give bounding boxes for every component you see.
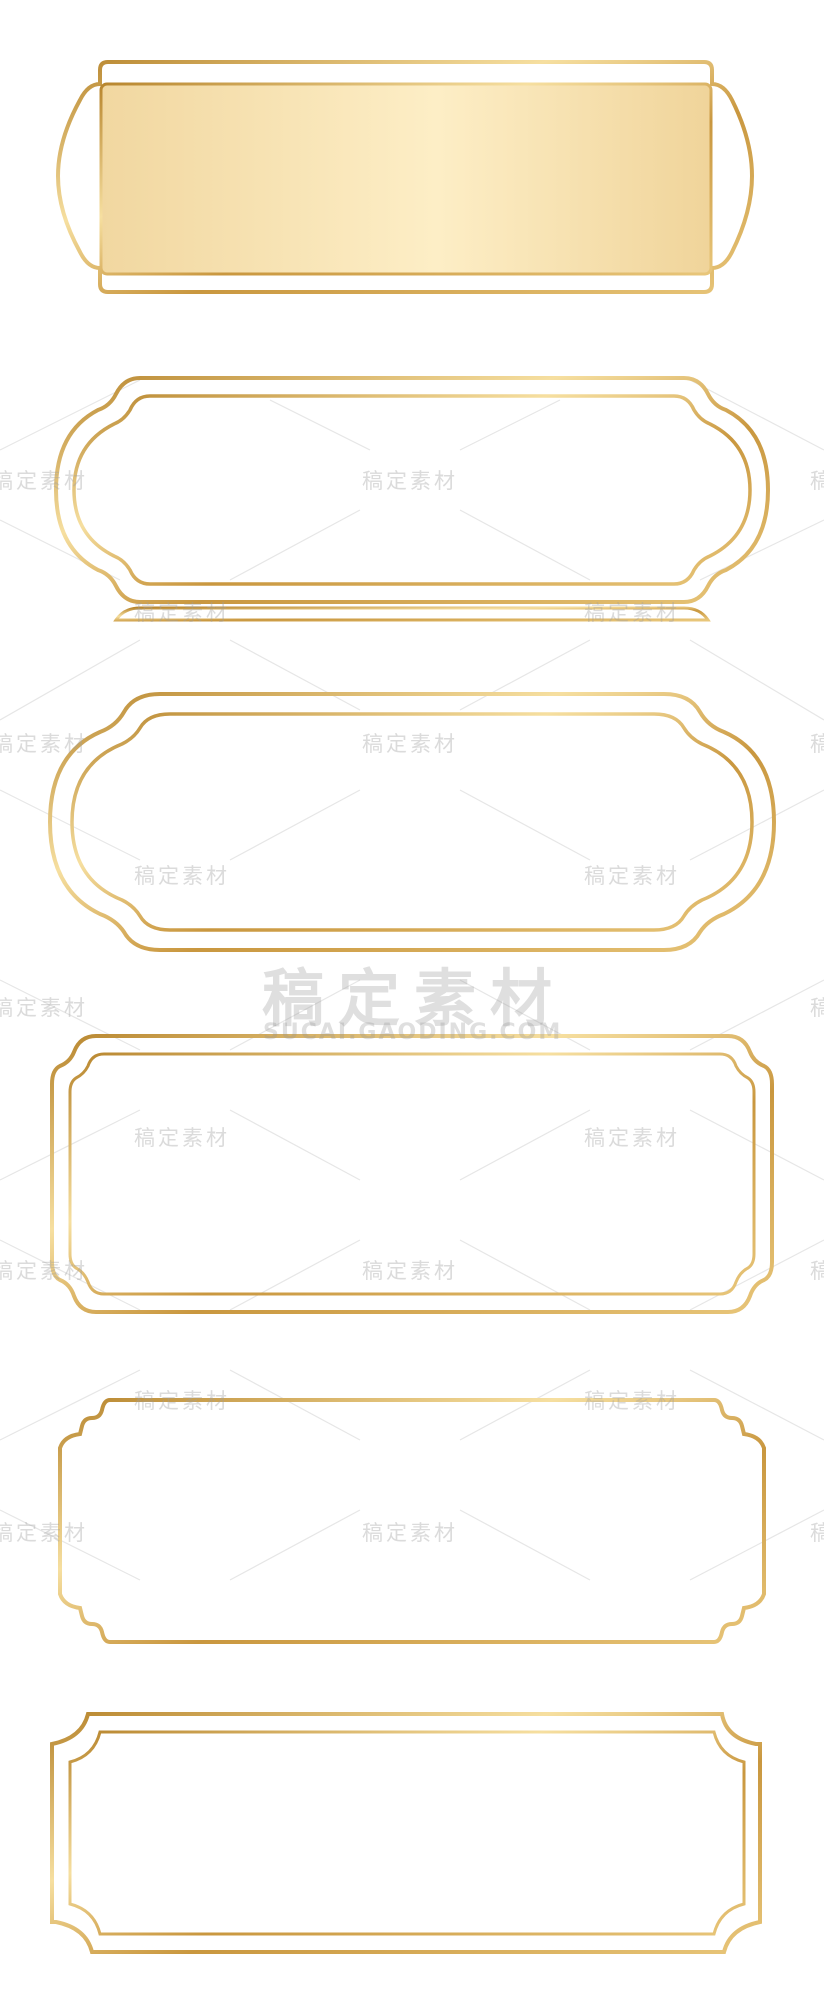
watermark-lines (0, 379, 824, 1581)
frame-filled-plaque (55, 60, 755, 294)
frame-rounded-rect-double (50, 1034, 774, 1314)
frame-inverted-corners-double (50, 1712, 762, 1954)
frame-oval-double (47, 692, 777, 952)
frame-notched-single (58, 1398, 766, 1644)
frame-scalloped-double (53, 376, 771, 622)
